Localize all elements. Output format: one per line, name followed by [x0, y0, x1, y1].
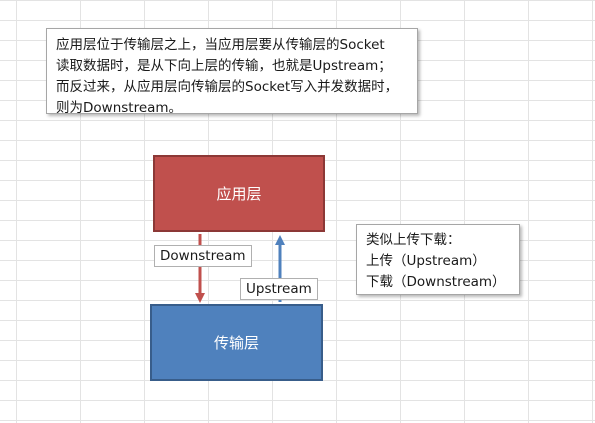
transport-layer-label: 传输层 — [213, 334, 259, 352]
transport-layer-box[interactable]: 传输层 — [150, 304, 323, 381]
downstream-label: Downstream — [154, 245, 252, 267]
upstream-label: Upstream — [240, 278, 318, 300]
note-line: 类似上传下载： — [366, 232, 461, 248]
note-line: 下载（Downstream） — [366, 274, 506, 290]
description-line: 读取数据时，是从下向上层的传输，也就是Upstream； — [56, 58, 392, 74]
description-line: 应用层位于传输层之上，当应用层要从传输层的Socket — [56, 37, 385, 53]
description-line: 则为Downstream。 — [56, 100, 183, 116]
note-line: 上传（Upstream） — [366, 253, 486, 269]
note-textbox[interactable]: 类似上传下载： 上传（Upstream） 下载（Downstream） — [356, 224, 520, 295]
application-layer-label: 应用层 — [216, 185, 262, 203]
description-textbox[interactable]: 应用层位于传输层之上，当应用层要从传输层的Socket 读取数据时，是从下向上层… — [46, 28, 418, 116]
description-line: 而反过来，从应用层向传输层的Socket写入并发数据时， — [56, 79, 399, 95]
application-layer-box[interactable]: 应用层 — [153, 155, 325, 232]
